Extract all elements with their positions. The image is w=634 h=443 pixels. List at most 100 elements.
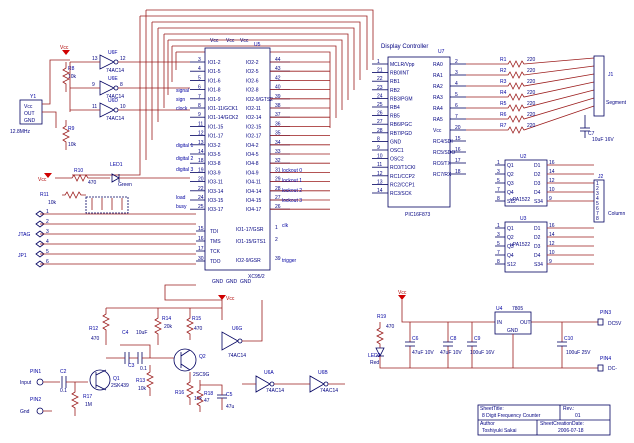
u7-left-pin-name: RC3/SCK: [390, 191, 412, 197]
u2-pins-pin-num: 5: [497, 178, 500, 184]
r15-ref: R15: [192, 316, 201, 322]
u7-left-pin-num: 27: [377, 119, 383, 125]
u7-left-pin-num: 9: [377, 145, 380, 151]
u7-left-pin-name: RB0/INT: [390, 71, 409, 77]
u5-extra-pin-name: IO1-17/GSR: [236, 227, 264, 233]
u3-pins-pin-num: 14: [549, 232, 555, 238]
j2-label: Column: [608, 211, 625, 217]
net-label-right: lockout 3: [282, 198, 302, 204]
u7-left-pin-num: 1: [377, 59, 380, 65]
segment-resistor-value: 220: [527, 90, 536, 96]
u7-right-pin-num: 20: [455, 125, 461, 131]
r8-resistor: R8 10k: [62, 62, 77, 92]
u6h-part: 74AC14: [266, 388, 284, 394]
r18-ref: R18: [204, 391, 213, 397]
segment-resistor-value: 220: [527, 57, 536, 63]
u7-left-pin-name: OSC2: [390, 157, 404, 163]
u5-left-pin-num: 8: [198, 103, 201, 109]
jtag-pin-num: 5: [46, 249, 49, 255]
led2-color: Red: [370, 360, 379, 366]
u7-right-pin-num: 4: [455, 81, 458, 87]
segment-resistor-ref: R5: [500, 101, 507, 107]
u2-pins-pin-num: 7: [497, 187, 500, 193]
u5-right-pin-num: 34: [275, 140, 281, 146]
u5-left-pin-num: 18: [198, 158, 204, 164]
vcc-label-2: Vcc: [38, 177, 47, 183]
u5-right-pin-num: 26: [275, 204, 281, 210]
u5-right-pin-num: 42: [275, 75, 281, 81]
u4-pin-out: OUT: [520, 320, 531, 326]
u2-pins-pin-num: 10: [549, 187, 555, 193]
u7-left-pin-name: RB3/PGM: [390, 96, 413, 102]
u5-right-pin-num: 29: [275, 177, 281, 183]
u5-jtag-pin-name: TMS: [210, 239, 221, 245]
j2-pin: 1: [596, 181, 599, 187]
u3-pins-pin-num: 1: [497, 223, 500, 229]
u5-right-pin-name: IO2-17: [246, 134, 262, 140]
u7-right-pin-name: RC7/RX: [433, 172, 452, 178]
u3-pins-pin-name: D4: [534, 253, 541, 259]
u5-right-pin-num: 31: [275, 167, 281, 173]
u7-left-pin-num: 26: [377, 111, 383, 117]
u3-pins-pin-num: 7: [497, 250, 500, 256]
u7-right-pin-num: 3: [455, 70, 458, 76]
u5-right-pin-name: IO2-6: [246, 78, 259, 84]
pin1-label: Input: [20, 380, 32, 386]
c3-value: 0.1: [140, 366, 147, 372]
r18-value: 47: [204, 398, 210, 404]
u5-right-pin-num: 27: [275, 195, 281, 201]
u7-left-pin-name: GND: [390, 139, 402, 145]
u2-pins-pin-name: Q2: [507, 172, 514, 178]
u5-right-pin-name: IO4-9: [246, 170, 259, 176]
u5-right-pin-num: 32: [275, 158, 281, 164]
net-label-right: trigger: [282, 258, 297, 264]
c8-ref: C8: [450, 336, 457, 342]
u5-left-pin-num: 22: [198, 186, 204, 192]
u7-left-pin-name: RC1/CCP2: [390, 174, 415, 180]
u2-pins-pin-name: D4: [534, 190, 541, 196]
u7-left-pin-name: RB7/PGD: [390, 131, 412, 137]
u3-pins-pin-name: D2: [534, 235, 541, 241]
u5-right-pin-name: IO2-15: [246, 124, 262, 130]
r14-ref: R14: [162, 316, 171, 322]
c9-cap: C9 100uF 16V: [467, 322, 495, 368]
u6h-ref: U6A: [264, 370, 274, 376]
j1-label: Segment: [606, 100, 627, 106]
u2-pins-pin-num: 9: [549, 196, 552, 202]
u7-left-pin-name: RB2: [390, 88, 400, 94]
rev-value: 01: [575, 413, 581, 419]
inverter-pin: 11: [92, 104, 97, 110]
r12-ref: R12: [89, 326, 98, 332]
u3-pins-pin-num: 10: [549, 250, 555, 256]
inverter-ref: U6E: [108, 76, 118, 82]
u5-left-pin-num: 11: [198, 121, 203, 127]
c5-ref: C5: [226, 392, 233, 398]
u2-pins-pin-name: Q3: [507, 181, 514, 187]
u5-left-pin-name: IO1-17: [208, 134, 224, 140]
u7-right-pin-num: 17: [455, 158, 461, 164]
u2-pins-pin-num: 16: [549, 160, 555, 166]
u3-ref: U3: [520, 216, 527, 222]
c10-ref: C10: [564, 336, 573, 342]
r10-ref: R10: [74, 168, 83, 174]
j2-pin: 2: [596, 186, 599, 192]
u7-right-pin-num: 5: [455, 92, 458, 98]
u5-left-pin-name: IO3-5: [208, 152, 221, 158]
r13-ref: R13: [136, 378, 145, 384]
u7-left-pin-name: RB5: [390, 114, 400, 120]
u2-pins-pin-name: D1: [534, 163, 541, 169]
u5-gnd-1: GND: [212, 279, 224, 285]
y1-freq: 12.8MHz: [10, 129, 31, 135]
pin3-label: DC5V: [608, 321, 622, 327]
inverter-pin: 12: [120, 56, 126, 62]
u5-right-pin-num: 33: [275, 149, 281, 155]
u7-left-pin-num: 12: [377, 171, 383, 177]
j2-pin: 8: [596, 216, 599, 222]
u7-left-pin-num: 13: [377, 179, 383, 185]
